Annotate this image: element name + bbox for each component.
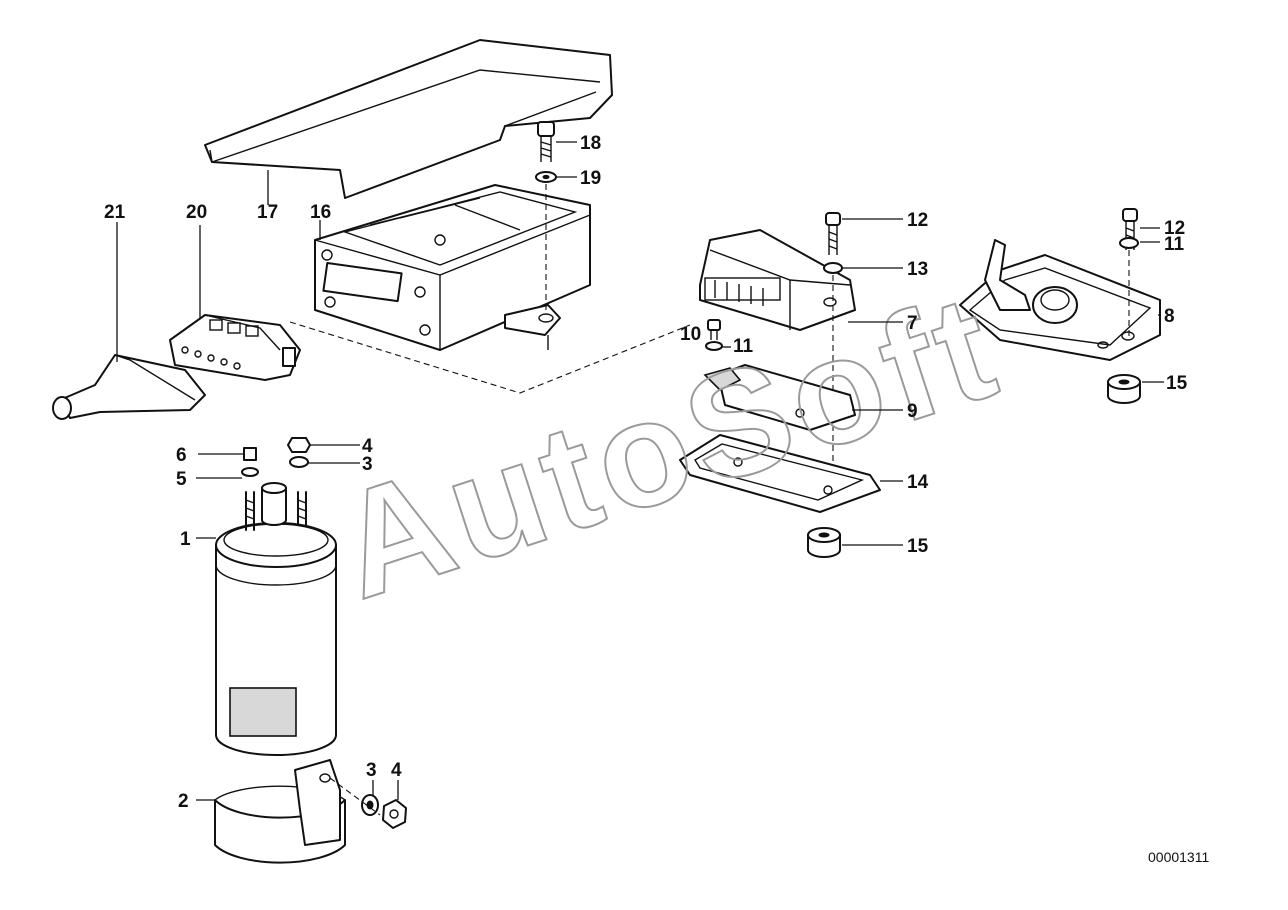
- callout-11-right: 11: [1164, 234, 1185, 255]
- part-6-nut: [243, 447, 257, 461]
- callout-6: 6: [176, 445, 187, 466]
- part-4-nut-top: [287, 437, 311, 453]
- callout-16: 16: [310, 202, 331, 223]
- part-3-washer-bottom: [361, 794, 379, 816]
- part-21-boot: [52, 354, 206, 420]
- part-11-washer-left: [705, 341, 723, 351]
- callout-4-bottom: 4: [391, 760, 402, 781]
- part-15-spacer-right: [1107, 374, 1141, 404]
- callout-8: 8: [1164, 306, 1175, 327]
- connection-line-16-to-7: [289, 321, 691, 394]
- part-20-connector: [169, 314, 301, 381]
- callout-labels: 21 20 17 16 18 19 12 13 7 10 11 9 14 15 …: [104, 133, 1188, 812]
- callout-7: 7: [907, 313, 918, 334]
- callout-13: 13: [907, 259, 928, 280]
- part-17-cover: [204, 39, 613, 199]
- callout-18: 18: [580, 133, 601, 154]
- part-1-ignition-coil: [215, 482, 337, 756]
- part-9-base-plate: [703, 364, 856, 431]
- callout-12-right: 12: [1164, 218, 1185, 239]
- part-2-bracket: [214, 759, 346, 864]
- callout-21: 21: [104, 202, 126, 223]
- callout-9: 9: [907, 401, 918, 422]
- part-12-bolt-left: [825, 212, 841, 255]
- part-15-spacer-bottom: [807, 527, 841, 558]
- leader-lines: [116, 141, 1164, 801]
- callout-14: 14: [907, 472, 929, 493]
- callout-3-top: 3: [362, 454, 373, 475]
- part-10-screw: [707, 319, 721, 340]
- part-19-washer: [535, 171, 557, 183]
- axis-line-bracket: [329, 777, 381, 816]
- part-11-washer-right: [1119, 237, 1139, 249]
- document-number: 00001311: [1148, 849, 1209, 865]
- callout-15-bottom: 15: [907, 536, 929, 557]
- part-12-bolt-right: [1122, 208, 1138, 250]
- callout-11-left: 11: [733, 336, 754, 357]
- part-13-washer: [823, 262, 843, 274]
- part-8-ignition-module-alt: [959, 239, 1161, 361]
- callout-1: 1: [180, 529, 191, 550]
- callout-20: 20: [186, 202, 207, 223]
- part-14-gasket: [679, 434, 881, 513]
- callout-17: 17: [257, 202, 278, 223]
- callout-19: 19: [580, 168, 601, 189]
- callout-10: 10: [680, 324, 701, 345]
- part-7-ignition-module: [699, 229, 856, 331]
- callout-5: 5: [176, 469, 187, 490]
- part-3-washer-top: [289, 456, 309, 468]
- callout-12-left: 12: [907, 210, 928, 231]
- callout-2: 2: [178, 791, 189, 812]
- part-5-washer: [241, 467, 259, 477]
- part-18-bolt: [537, 121, 555, 162]
- part-4-nut-bottom: [382, 799, 407, 829]
- part-16-control-unit: [314, 184, 591, 351]
- callout-15-right: 15: [1166, 373, 1188, 394]
- callout-4-top: 4: [362, 436, 373, 457]
- callout-3-bottom: 3: [366, 760, 377, 781]
